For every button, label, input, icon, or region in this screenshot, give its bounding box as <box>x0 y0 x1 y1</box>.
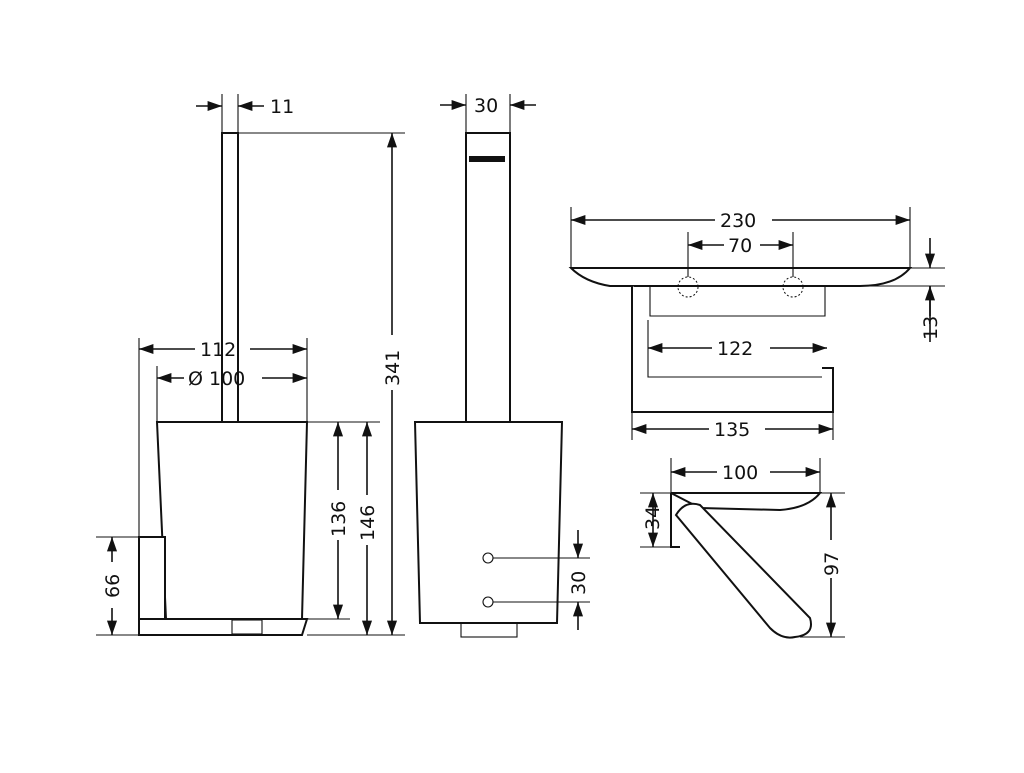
dim-shelf-thickness: 34 <box>642 506 664 530</box>
dim-bracket-width: 135 <box>714 419 750 441</box>
side-arm <box>674 502 812 639</box>
handle-slot <box>469 156 505 162</box>
wall-plate <box>138 536 166 620</box>
dim-shelf-gap: 13 <box>920 316 942 340</box>
brush-cup <box>155 421 309 620</box>
handle-side <box>465 132 511 424</box>
dim-cup-diameter: Ø 100 <box>188 368 245 390</box>
screw-hole-right <box>782 276 804 298</box>
shelf-plate <box>568 267 913 287</box>
roll-holder-front-view: 230 70 13 122 135 <box>568 207 945 441</box>
dim-base-height: 66 <box>102 574 124 598</box>
roll-arm <box>647 320 822 378</box>
dim-mount-spacing: 30 <box>568 571 590 595</box>
dim-handle-depth: 30 <box>474 95 498 117</box>
dim-cup-height: 136 <box>328 501 350 537</box>
side-shelf <box>670 492 823 512</box>
front-view-brush-holder: 11 112 Ø 100 341 136 146 66 <box>96 94 405 636</box>
dim-side-height: 97 <box>821 552 843 576</box>
side-view-brush-holder: 30 30 <box>413 94 590 638</box>
dim-holder-height: 146 <box>357 505 379 541</box>
dim-side-shelf-width: 100 <box>722 462 758 484</box>
dim-hole-spacing: 70 <box>728 235 752 257</box>
base-foot <box>231 619 263 635</box>
dim-shelf-width: 230 <box>720 210 756 232</box>
dim-overall-height: 341 <box>382 350 404 386</box>
mount-block <box>649 286 826 317</box>
base-side <box>460 622 518 638</box>
screw-hole-left <box>677 276 699 298</box>
cup-side <box>413 421 564 624</box>
dim-handle-width: 11 <box>270 96 294 118</box>
dim-roll-width: 122 <box>717 338 753 360</box>
roll-holder-side-view: 100 34 97 <box>640 458 845 639</box>
side-wall-plate <box>670 493 680 548</box>
dim-overall-width: 112 <box>200 339 236 361</box>
holder-base <box>138 618 309 636</box>
